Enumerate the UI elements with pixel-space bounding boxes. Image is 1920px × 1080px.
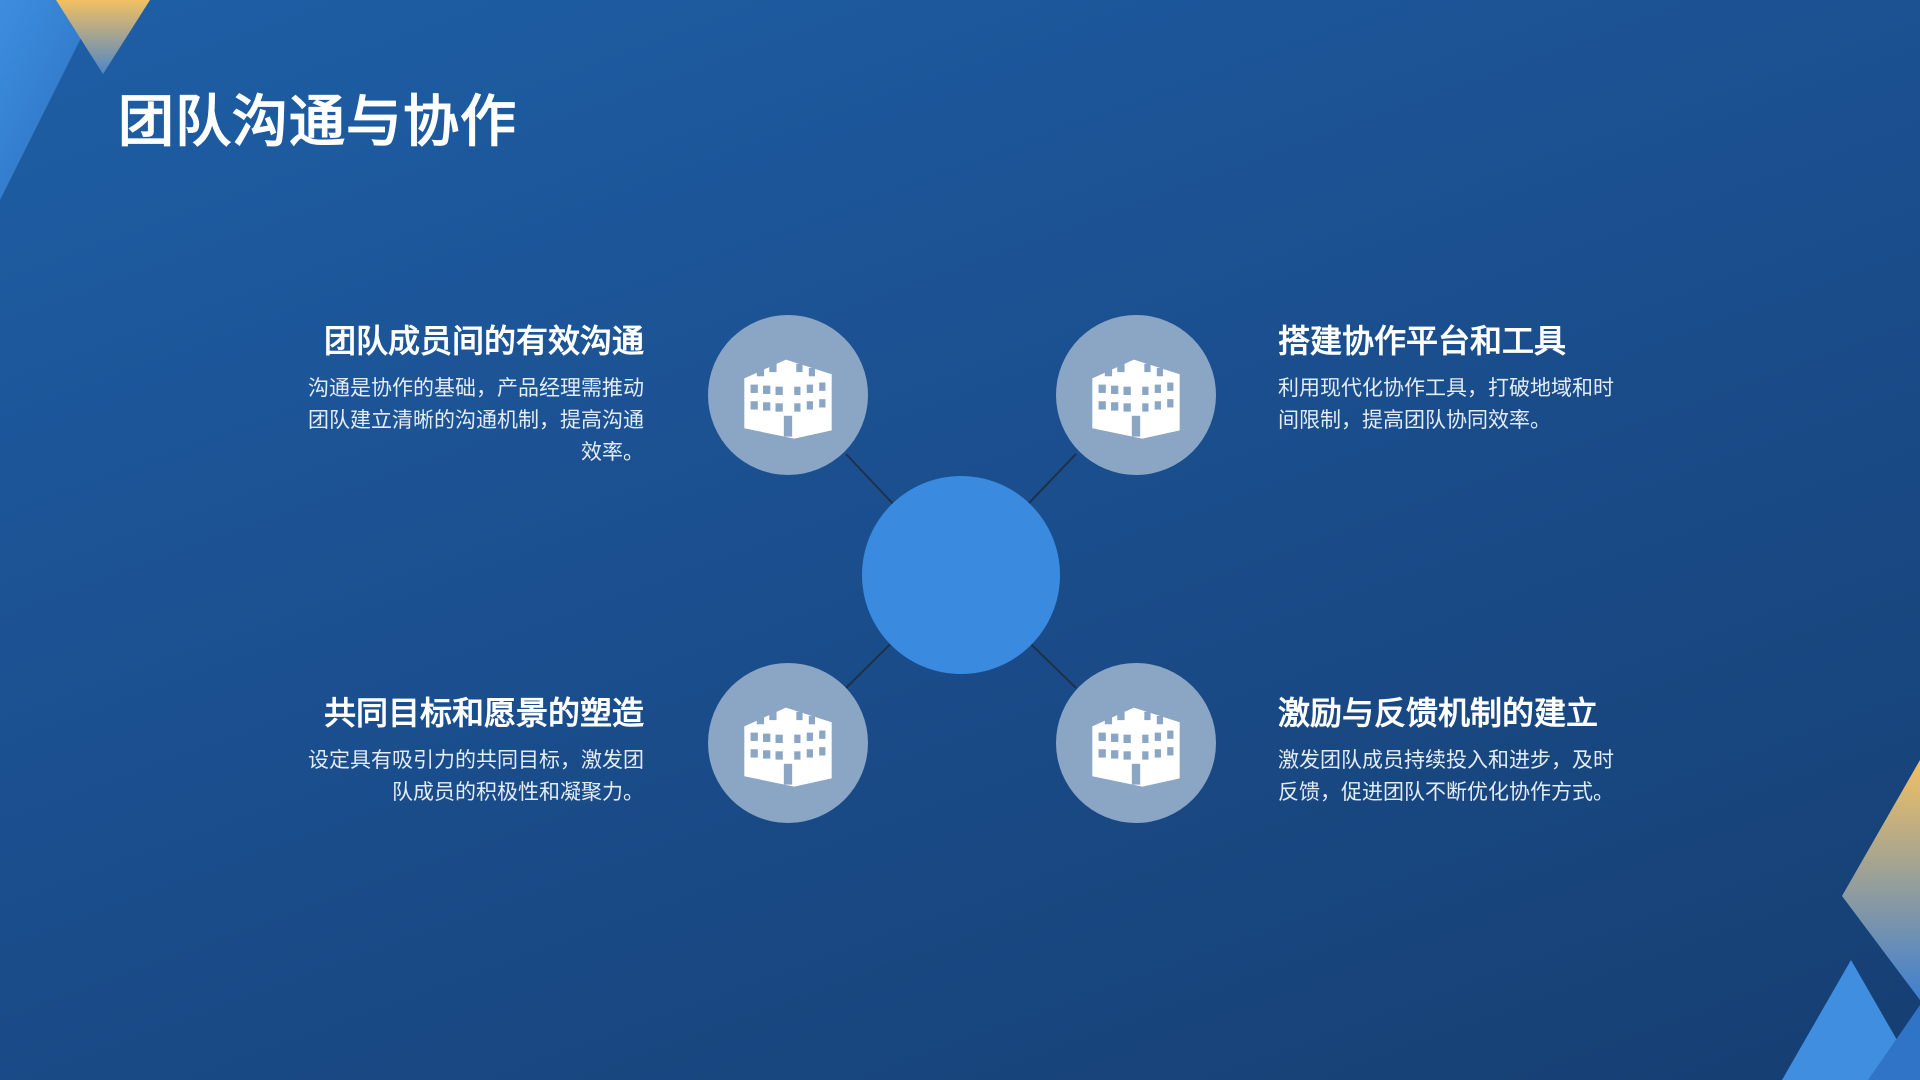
icon-circle-bottom-right	[1056, 663, 1216, 823]
item-description: 设定具有吸引力的共同目标，激发团队成员的积极性和凝聚力。	[308, 748, 644, 804]
item-shared-goals: 共同目标和愿景的塑造 设定具有吸引力的共同目标，激发团队成员的积极性和凝聚力。	[304, 692, 644, 808]
item-description: 激发团队成员持续投入和进步，及时反馈，促进团队不断优化协作方式。	[1278, 748, 1614, 804]
item-title: 搭建协作平台和工具	[1278, 322, 1567, 360]
building-icon	[744, 359, 832, 439]
building-icon	[1092, 707, 1180, 787]
icon-circle-top-right	[1056, 315, 1216, 475]
center-hub-circle	[862, 476, 1060, 674]
item-incentive-feedback: 激励与反馈机制的建立 激发团队成员持续投入和进步，及时反馈，促进团队不断优化协作…	[1278, 692, 1618, 808]
item-effective-communication: 团队成员间的有效沟通 沟通是协作的基础，产品经理需推动团队建立清晰的沟通机制，提…	[304, 320, 644, 468]
item-title: 团队成员间的有效沟通	[323, 322, 644, 360]
building-icon	[744, 707, 832, 787]
item-collaboration-platform: 搭建协作平台和工具 利用现代化协作工具，打破地域和时间限制，提高团队协同效率。	[1278, 320, 1618, 436]
icon-circle-top-left	[708, 315, 868, 475]
slide-title: 团队沟通与协作	[118, 90, 517, 155]
icon-circle-bottom-left	[708, 663, 868, 823]
item-title: 激励与反馈机制的建立	[1278, 694, 1599, 732]
item-description: 利用现代化协作工具，打破地域和时间限制，提高团队协同效率。	[1278, 376, 1614, 432]
building-icon	[1092, 359, 1180, 439]
item-description: 沟通是协作的基础，产品经理需推动团队建立清晰的沟通机制，提高沟通效率。	[308, 376, 644, 464]
item-title: 共同目标和愿景的塑造	[323, 694, 644, 732]
